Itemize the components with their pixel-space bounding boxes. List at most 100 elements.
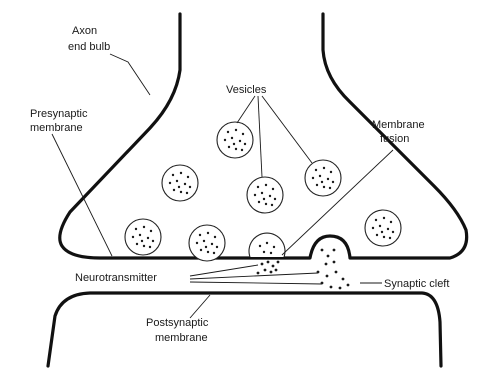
neurotransmitter-dot xyxy=(211,243,213,245)
vesicle xyxy=(125,219,161,255)
neurotransmitter-dot xyxy=(132,236,134,238)
neurotransmitter-dot xyxy=(372,227,374,229)
neurotransmitter-dot xyxy=(321,181,323,183)
postsynaptic-membrane-leader xyxy=(190,295,210,318)
neurotransmitter-dot xyxy=(235,148,237,150)
neurotransmitter-dot xyxy=(147,237,149,239)
vesicles-group xyxy=(125,122,401,261)
vesicle xyxy=(189,225,225,261)
postsynaptic-membrane-outline xyxy=(48,293,441,366)
vesicles-leader xyxy=(258,96,262,177)
neurotransmitter-dot xyxy=(242,133,244,135)
neurotransmitter-dot xyxy=(244,143,246,145)
neurotransmitter-dot xyxy=(178,186,180,188)
neurotransmitter-dot xyxy=(265,203,267,205)
neurotransmitter-dot xyxy=(257,186,259,188)
presynaptic-membrane-label-line1: Presynaptic xyxy=(30,108,88,120)
neurotransmitter-dot xyxy=(316,184,318,186)
vesicle xyxy=(162,165,198,201)
neurotransmitter-dot xyxy=(187,176,189,178)
neurotransmitter-dot xyxy=(149,246,151,248)
neurotransmitter-dot xyxy=(259,245,261,247)
neurotransmitter-dot xyxy=(269,195,271,197)
neurotransmitter-dot xyxy=(141,240,143,242)
neurotransmitter-dot xyxy=(150,230,152,232)
vesicle xyxy=(365,210,401,246)
neurotransmitter-dot xyxy=(203,240,205,242)
neurotransmitter-dot xyxy=(376,234,378,236)
neurotransmitter-leader xyxy=(190,282,322,284)
neurotransmitter-dot xyxy=(261,192,263,194)
neurotransmitter-dot xyxy=(323,167,325,169)
neurotransmitter-dot xyxy=(241,149,243,151)
neurotransmitter-dot xyxy=(224,139,226,141)
neurotransmitter-dot xyxy=(379,225,381,227)
neurotransmitter-dot xyxy=(136,243,138,245)
axon-end-bulb-leader xyxy=(110,54,150,95)
neurotransmitter-dot xyxy=(329,187,331,189)
neurotransmitter-dot xyxy=(387,228,389,230)
neurotransmitter-dot xyxy=(274,198,276,200)
neurotransmitter-dot xyxy=(184,183,186,185)
neurotransmitter-dot xyxy=(216,246,218,248)
neurotransmitter-dot xyxy=(135,228,137,230)
neurotransmitter-dot xyxy=(143,245,145,247)
neurotransmitter-dot xyxy=(239,140,241,142)
neurotransmitter-dot xyxy=(189,186,191,188)
neurotransmitter-dot xyxy=(312,177,314,179)
neurotransmitter-dot xyxy=(271,204,273,206)
neurotransmitter-dot xyxy=(375,219,377,221)
neurotransmitter-dot xyxy=(213,252,215,254)
neurotransmitter-dot xyxy=(319,175,321,177)
neurotransmitter-dot xyxy=(152,240,154,242)
membrane-fusion-label-line2: fusion xyxy=(380,133,409,145)
neurotransmitter-dot xyxy=(323,186,325,188)
neurotransmitter-dot xyxy=(143,226,145,228)
neurotransmitter-dot xyxy=(392,231,394,233)
neurotransmitter-dot xyxy=(176,180,178,182)
neurotransmitter-dot xyxy=(254,194,256,196)
neurotransmitter-dot xyxy=(227,131,229,133)
neurotransmitter-dot xyxy=(180,191,182,193)
synaptic-cleft-label: Synaptic cleft xyxy=(384,278,449,290)
vesicles-label: Vesicles xyxy=(226,84,267,96)
neurotransmitter-dot xyxy=(266,242,268,244)
neurotransmitter-dot xyxy=(207,232,209,234)
neurotransmitter-dot xyxy=(207,251,209,253)
neurotransmitter-dot xyxy=(173,189,175,191)
neurotransmitter-dot xyxy=(263,198,265,200)
neurotransmitter-leader xyxy=(190,265,258,276)
neurotransmitter-dot xyxy=(263,251,265,253)
neurotransmitter-dot xyxy=(235,129,237,131)
neurotransmitter-dot xyxy=(381,231,383,233)
neurotransmitter-dot xyxy=(332,181,334,183)
neurotransmitter-dot xyxy=(330,171,332,173)
neurotransmitter-dot xyxy=(228,146,230,148)
presynaptic-membrane-label-line2: membrane xyxy=(30,122,83,134)
neurotransmitter-dot xyxy=(272,188,274,190)
postsynaptic-membrane-label-line1: Postsynaptic xyxy=(146,317,209,329)
neurotransmitter-dot xyxy=(273,246,275,248)
neurotransmitter-dot xyxy=(270,252,272,254)
fusing-vesicle xyxy=(249,233,285,257)
neurotransmitter-dot xyxy=(200,249,202,251)
axon-end-bulb-label-line2: end bulb xyxy=(68,41,110,53)
neurotransmitter-dot xyxy=(258,201,260,203)
neurotransmitter-dot xyxy=(214,236,216,238)
neurotransmitter-dot xyxy=(199,234,201,236)
neurotransmitter-dot xyxy=(169,182,171,184)
vesicle xyxy=(247,177,283,213)
postsynaptic-membrane-label-line2: membrane xyxy=(155,332,208,344)
neurotransmitter-dot xyxy=(389,237,391,239)
neurotransmitter-dot xyxy=(180,172,182,174)
neurotransmitter-dot xyxy=(327,178,329,180)
vesicles-leader xyxy=(262,96,312,163)
neurotransmitter-dot xyxy=(196,242,198,244)
neurotransmitter-dot xyxy=(186,192,188,194)
neurotransmitter-dot xyxy=(390,221,392,223)
neurotransmitter-dot xyxy=(383,217,385,219)
neurotransmitter-dot xyxy=(231,137,233,139)
neurotransmitter-dot xyxy=(172,174,174,176)
neurotransmitter-label: Neurotransmitter xyxy=(75,272,157,284)
